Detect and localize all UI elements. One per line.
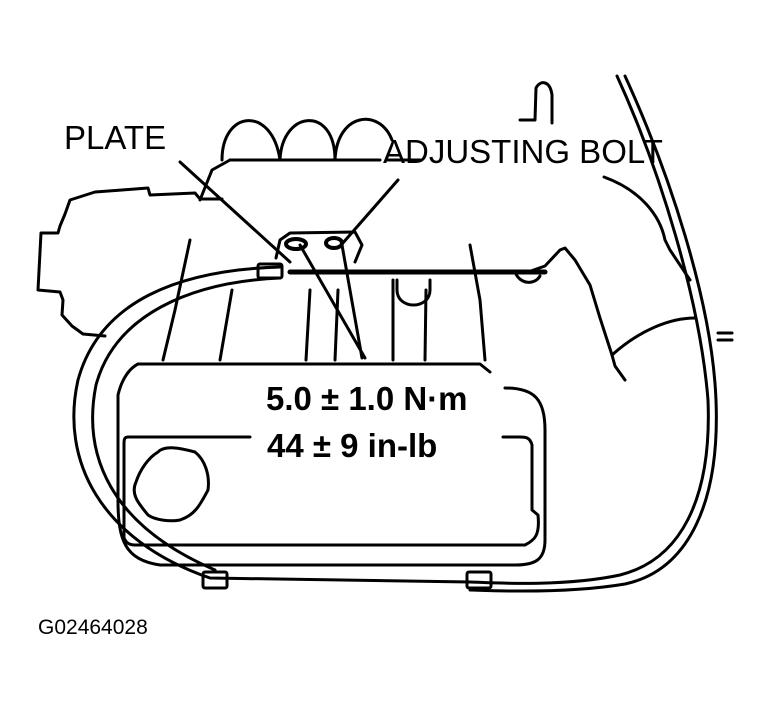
right-cable-outer xyxy=(468,74,710,585)
plate-outline xyxy=(274,230,364,264)
plate-slot-left xyxy=(284,237,308,251)
figure-id: G02464028 xyxy=(38,616,148,639)
torque-leader-lines xyxy=(298,243,367,360)
runner-lines xyxy=(161,238,487,362)
intake-bumps xyxy=(220,117,394,162)
adjusting-bolt-label: ADJUSTING BOLT xyxy=(383,133,663,170)
cable-ferrule-bottom-right xyxy=(465,570,493,590)
right-body-arc xyxy=(610,316,697,357)
top-right-bracket xyxy=(518,81,554,125)
right-cable-inner xyxy=(468,74,718,593)
oil-filler-cap xyxy=(132,446,210,523)
runner-u-shape xyxy=(395,278,432,307)
throttle-body-curve xyxy=(602,175,692,282)
throttle-cable-end xyxy=(513,270,542,284)
adjusting-bolt-leader-line xyxy=(340,178,400,246)
valve-cover-inner xyxy=(122,435,540,547)
cable-ferrule-bottom-left xyxy=(201,570,229,590)
left-housing-outline xyxy=(36,186,224,338)
top-plenum-line-right xyxy=(198,158,422,202)
cable-loop-inner xyxy=(91,276,282,572)
bolt-slot-right xyxy=(324,236,344,250)
right-mark xyxy=(716,331,734,342)
torque-spec-metric: 5.0 ± 1.0 N·m xyxy=(266,380,468,417)
cable-ferrule-top xyxy=(256,262,284,280)
valve-cover-outer xyxy=(116,362,547,567)
torque-spec-imperial: 44 ± 9 in-lb xyxy=(267,427,438,464)
plate-leader-line xyxy=(178,160,292,264)
cable-loop-outer xyxy=(72,265,472,584)
plate-label: PLATE xyxy=(64,119,167,156)
right-body-profile xyxy=(526,246,627,382)
